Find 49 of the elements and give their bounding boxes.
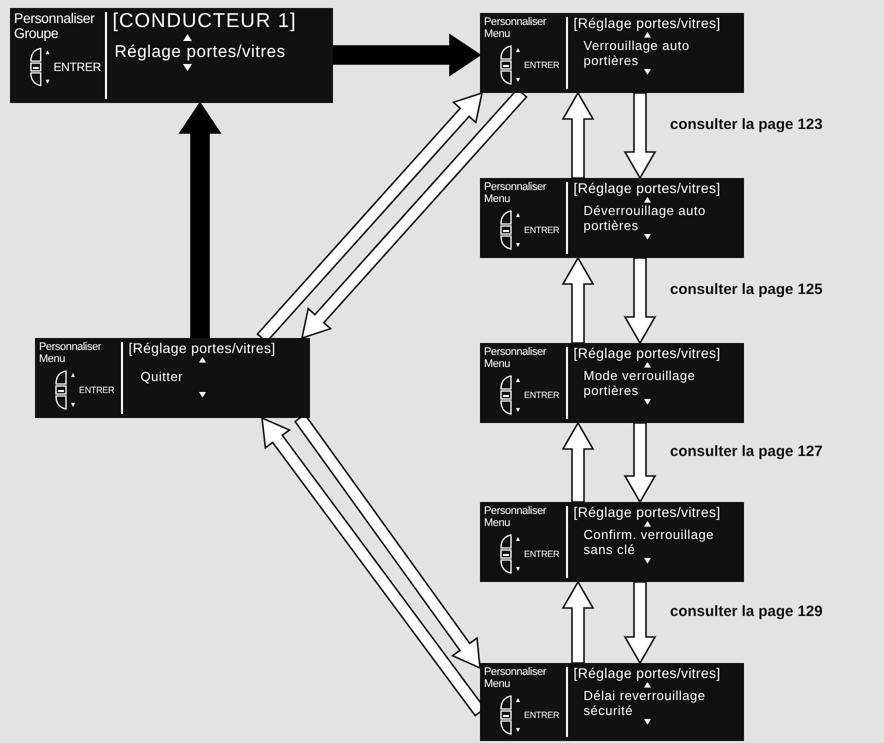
menu-option: Confirm. verrouillage sans clé bbox=[584, 528, 738, 558]
edge-label: consulter la page 129 bbox=[668, 602, 825, 620]
arrow bbox=[562, 91, 594, 179]
screen-title: [Réglage portes/vitres] bbox=[574, 345, 722, 361]
menu-option: Mode verrouillage portières bbox=[584, 368, 738, 398]
button-label: ENTRER bbox=[524, 549, 560, 560]
display-screen bbox=[480, 13, 744, 93]
arrow bbox=[624, 581, 656, 665]
arrow bbox=[562, 580, 594, 664]
button-label: ENTRER bbox=[524, 710, 560, 720]
arrow bbox=[332, 34, 482, 76]
button-label: ENTRER bbox=[53, 60, 101, 74]
menu-heading: Personnaliser Menu bbox=[39, 341, 102, 366]
screen-title: [Réglage portes/vitres] bbox=[574, 15, 722, 31]
screen-title: [Réglage portes/vitres] bbox=[574, 504, 722, 520]
screen-title: [Réglage portes/vitres] bbox=[574, 665, 722, 681]
display-screen bbox=[480, 343, 744, 423]
menu-heading: Personnaliser Groupe bbox=[14, 11, 96, 42]
menu-option: Verrouillage auto portières bbox=[584, 38, 738, 68]
arrow bbox=[562, 421, 594, 503]
arrow bbox=[562, 256, 594, 344]
menu-option: Quitter bbox=[140, 370, 304, 385]
button-label: ENTRER bbox=[79, 385, 114, 396]
arrow bbox=[624, 92, 656, 180]
menu-option: Réglage portes/vitres bbox=[114, 42, 327, 63]
arrow bbox=[624, 257, 656, 345]
menu-heading: Personnaliser Menu bbox=[484, 181, 548, 206]
edge-label: consulter la page 123 bbox=[668, 116, 825, 132]
menu-option: Déverrouillage auto portières bbox=[584, 204, 738, 234]
display-screen bbox=[480, 663, 744, 741]
edge-label: consulter la page 125 bbox=[668, 280, 825, 298]
button-label: ENTRER bbox=[524, 390, 560, 400]
button-label: ENTRER bbox=[524, 225, 560, 236]
display-screen bbox=[480, 502, 744, 582]
menu-heading: Personnaliser Menu bbox=[484, 16, 548, 40]
display-screen bbox=[10, 8, 333, 103]
menu-heading: Personnaliser Menu bbox=[484, 666, 548, 690]
display-screen bbox=[480, 178, 744, 258]
menu-option: Délai reverrouillage sécurité bbox=[584, 688, 738, 718]
menu-heading: Personnaliser Menu bbox=[484, 505, 548, 530]
arrow bbox=[178, 102, 222, 339]
edge-label: consulter la page 127 bbox=[668, 442, 825, 460]
menu-heading: Personnaliser Menu bbox=[484, 346, 548, 370]
screen-title: [CONDUCTEUR 1] bbox=[112, 10, 298, 33]
screen-title: [Réglage portes/vitres] bbox=[574, 180, 722, 196]
button-label: ENTRER bbox=[524, 60, 560, 70]
screen-title: [Réglage portes/vitres] bbox=[128, 340, 276, 356]
arrow bbox=[624, 422, 656, 504]
display-screen bbox=[35, 338, 310, 418]
